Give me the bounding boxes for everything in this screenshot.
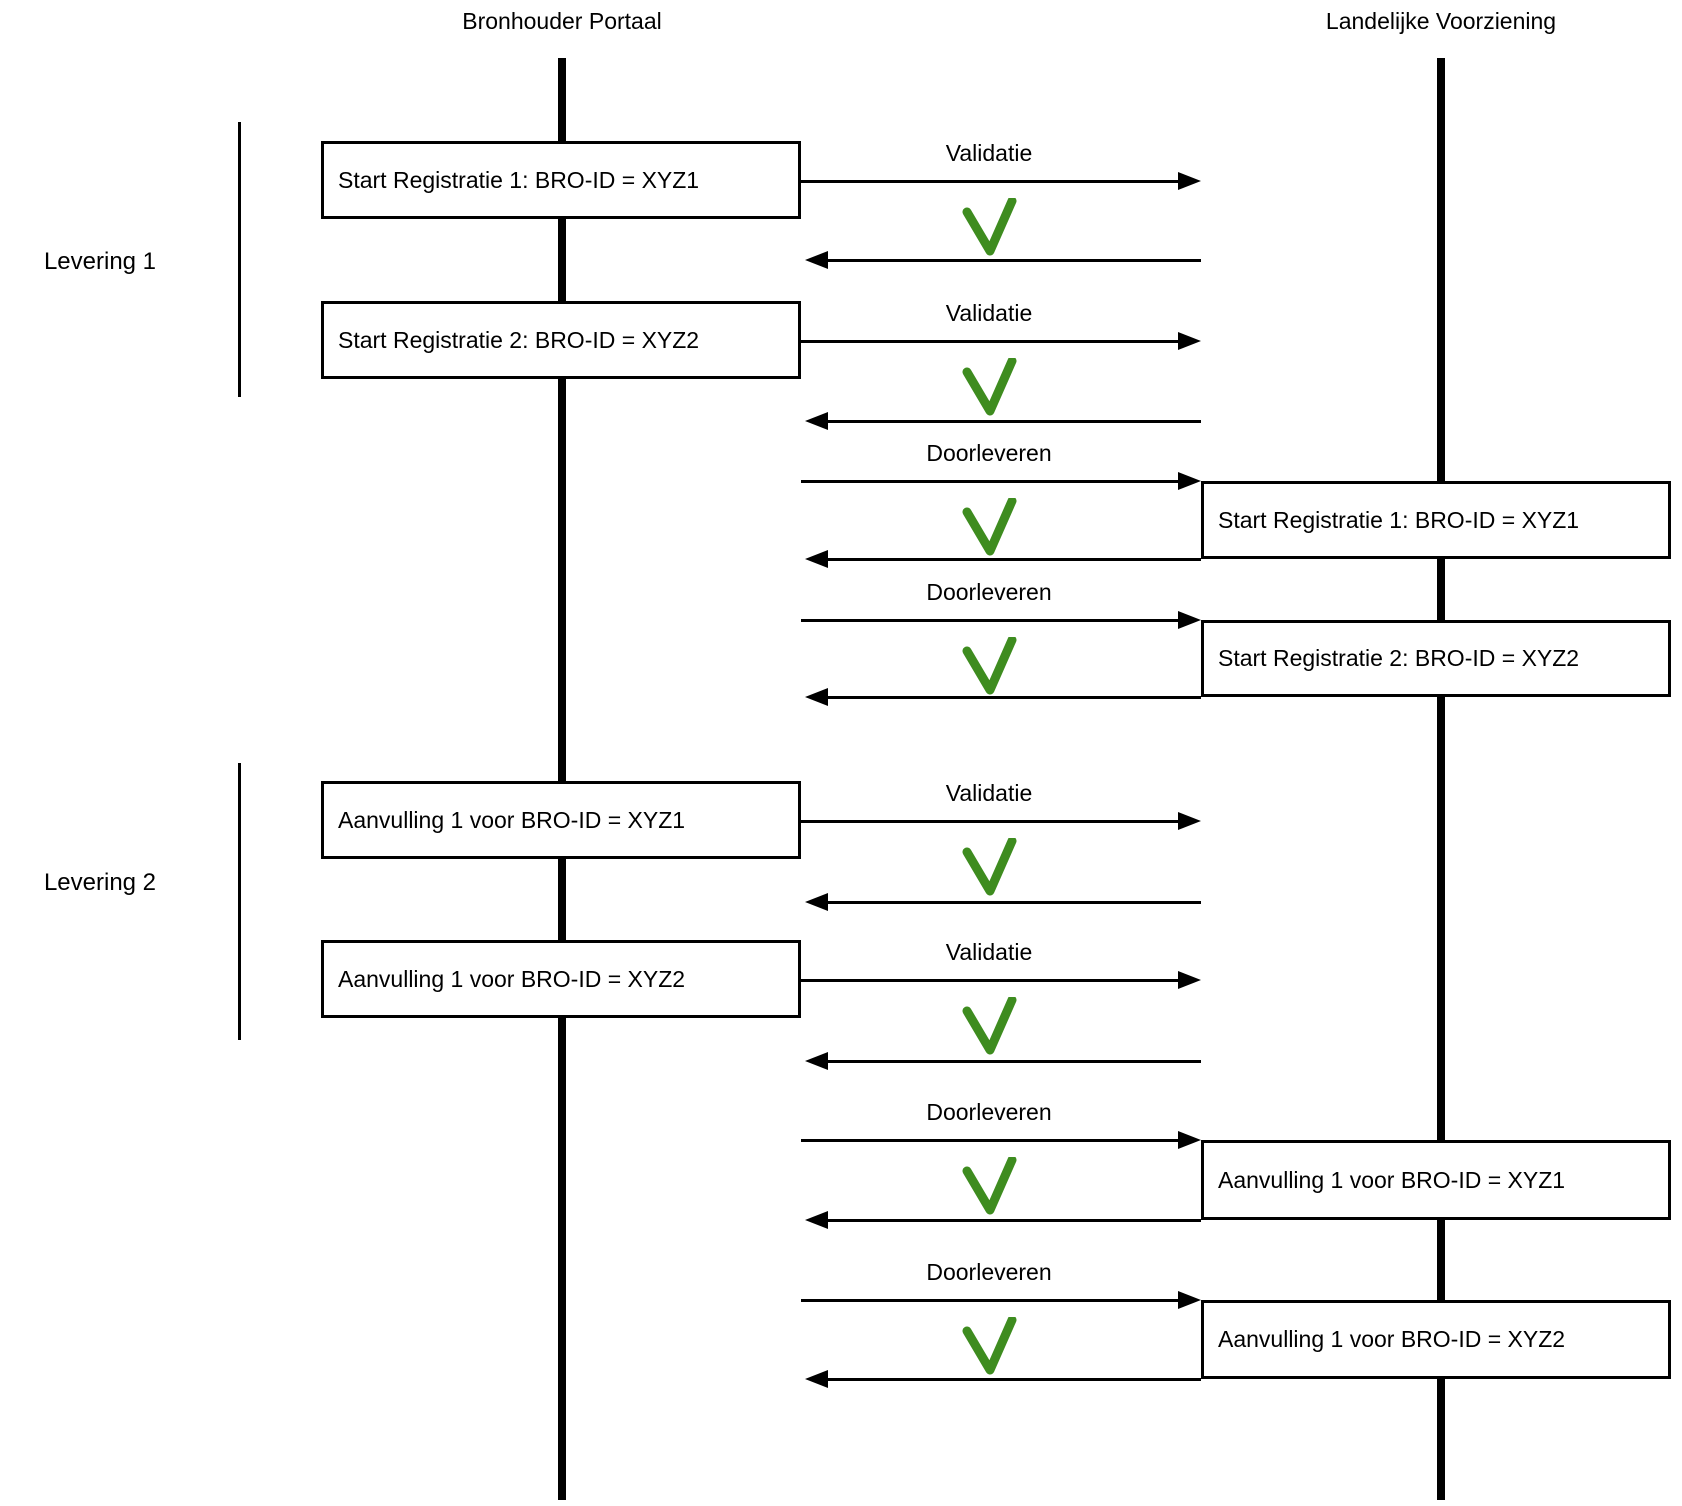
forward-arrowhead-icon [1178, 611, 1201, 629]
forward-arrowhead-icon [1178, 971, 1201, 989]
return-arrow [825, 696, 1201, 699]
message-box-start-registratie-1-bro-id-xyz1: Start Registratie 1: BRO-ID = XYZ1 [1201, 481, 1671, 559]
check-icon [961, 1155, 1017, 1215]
lifeline-bronhouder-portaal [558, 58, 566, 1500]
forward-arrow-validatie [801, 340, 1181, 343]
return-arrowhead-icon [805, 251, 828, 269]
message-box-aanvulling-1-voor-bro-id-xyz1: Aanvulling 1 voor BRO-ID = XYZ1 [1201, 1140, 1671, 1220]
arrow-label-validatie: Validatie [945, 300, 1033, 326]
return-arrowhead-icon [805, 1052, 828, 1070]
group-label-levering-1: Levering 1 [43, 248, 157, 275]
forward-arrowhead-icon [1178, 812, 1201, 830]
return-arrow [825, 1219, 1201, 1222]
arrow-label-validatie: Validatie [945, 780, 1033, 806]
return-arrowhead-icon [805, 893, 828, 911]
return-arrowhead-icon [805, 1370, 828, 1388]
return-arrow [825, 259, 1201, 262]
group-label-levering-2: Levering 2 [43, 869, 157, 896]
forward-arrow-validatie [801, 979, 1181, 982]
check-icon [961, 496, 1017, 556]
return-arrowhead-icon [805, 412, 828, 430]
forward-arrowhead-icon [1178, 1291, 1201, 1309]
check-icon [961, 1315, 1017, 1375]
return-arrow [825, 901, 1201, 904]
group-bracket-levering-1 [238, 122, 241, 397]
arrow-label-doorleveren: Doorleveren [926, 440, 1052, 466]
arrow-label-doorleveren: Doorleveren [926, 579, 1052, 605]
arrow-label-validatie: Validatie [945, 939, 1033, 965]
return-arrow [825, 420, 1201, 423]
forward-arrow-validatie [801, 180, 1181, 183]
message-box-start-registratie-2-bro-id-xyz2: Start Registratie 2: BRO-ID = XYZ2 [1201, 620, 1671, 697]
forward-arrowhead-icon [1178, 1131, 1201, 1149]
lane-title-bronhouder-portaal: Bronhouder Portaal [462, 8, 662, 34]
forward-arrow-doorleveren [801, 619, 1181, 622]
forward-arrow-doorleveren [801, 1299, 1181, 1302]
check-icon [961, 995, 1017, 1055]
return-arrowhead-icon [805, 550, 828, 568]
return-arrow [825, 1060, 1201, 1063]
check-icon [961, 356, 1017, 416]
group-bracket-levering-2 [238, 763, 241, 1040]
forward-arrow-validatie [801, 820, 1181, 823]
lifeline-landelijke-voorziening [1437, 58, 1445, 1500]
return-arrowhead-icon [805, 688, 828, 706]
return-arrow [825, 1378, 1201, 1381]
return-arrowhead-icon [805, 1211, 828, 1229]
check-icon [961, 635, 1017, 695]
lane-title-landelijke-voorziening: Landelijke Voorziening [1325, 8, 1557, 34]
message-box-aanvulling-1-voor-bro-id-xyz2: Aanvulling 1 voor BRO-ID = XYZ2 [1201, 1300, 1671, 1379]
message-box-start-registratie-1-bro-id-xyz1: Start Registratie 1: BRO-ID = XYZ1 [321, 141, 801, 219]
message-box-start-registratie-2-bro-id-xyz2: Start Registratie 2: BRO-ID = XYZ2 [321, 301, 801, 379]
forward-arrowhead-icon [1178, 172, 1201, 190]
forward-arrow-doorleveren [801, 1139, 1181, 1142]
forward-arrowhead-icon [1178, 332, 1201, 350]
arrow-label-doorleveren: Doorleveren [926, 1259, 1052, 1285]
forward-arrow-doorleveren [801, 480, 1181, 483]
arrow-label-validatie: Validatie [945, 140, 1033, 166]
check-icon [961, 196, 1017, 256]
message-box-aanvulling-1-voor-bro-id-xyz2: Aanvulling 1 voor BRO-ID = XYZ2 [321, 940, 801, 1018]
message-box-aanvulling-1-voor-bro-id-xyz1: Aanvulling 1 voor BRO-ID = XYZ1 [321, 781, 801, 859]
forward-arrowhead-icon [1178, 472, 1201, 490]
return-arrow [825, 558, 1201, 561]
arrow-label-doorleveren: Doorleveren [926, 1099, 1052, 1125]
check-icon [961, 836, 1017, 896]
